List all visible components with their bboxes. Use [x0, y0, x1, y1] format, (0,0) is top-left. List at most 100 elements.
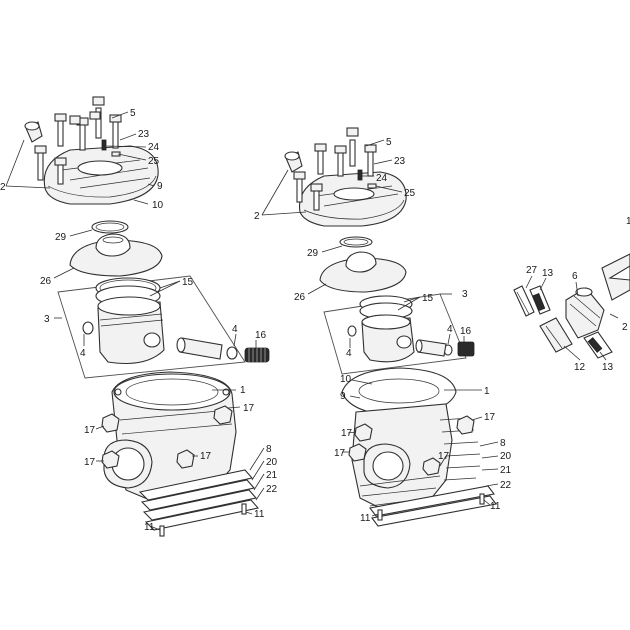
left-circlip-b: [226, 346, 238, 360]
left-label-26: 26: [40, 276, 52, 287]
right-label-11a: 11: [360, 513, 371, 524]
left-labels: 5 23 24 25 2 9 10 29 26 15 3 4 4 16 1 17…: [0, 108, 278, 533]
reed-label-13b: 13: [602, 362, 614, 373]
left-head-bolts: [34, 96, 122, 185]
right-piston-rings: [359, 295, 413, 320]
right-dowel-b: [479, 493, 485, 505]
reed-label-13a: 13: [542, 268, 554, 279]
right-needle-bearing: [457, 341, 475, 357]
right-head-bolts: [293, 127, 377, 211]
left-label-17d: 17: [200, 451, 212, 462]
right-labels: 5 23 24 25 2 29 26 15 3 4 4 16 10 9 1 17…: [254, 137, 512, 524]
left-circlip-a: [82, 321, 94, 335]
left-label-4b: 4: [232, 324, 238, 335]
right-head-insert: [319, 251, 407, 293]
left-label-17c: 17: [84, 457, 96, 468]
left-dowel-b: [241, 503, 247, 515]
right-label-17d: 17: [438, 451, 450, 462]
reed-valve-gasket-27: [513, 285, 535, 317]
left-piston: [97, 296, 165, 365]
reed-valve-body-6: [565, 287, 605, 339]
reed-valve-labels: 27 13 6 2 12 13 1: [526, 216, 630, 373]
reed-label-12: 12: [574, 362, 586, 373]
left-label-10: 10: [152, 200, 164, 211]
left-assembly: 5 23 24 25 2 9 10 29 26 15 3 4 4 16 1 17…: [0, 96, 278, 537]
right-label-17c: 17: [334, 448, 346, 459]
right-label-17a: 17: [484, 412, 496, 423]
right-spark-plug-cap: [284, 151, 303, 173]
left-label-9: 9: [157, 181, 163, 192]
left-head-insert: [69, 233, 163, 277]
reed-valve-leaders: [525, 275, 619, 361]
right-label-11b: 11: [490, 501, 501, 512]
right-assembly: 5 23 24 25 2 29 26 15 3 4 4 16 10 9 1 17…: [254, 127, 512, 527]
right-piston: [361, 314, 415, 363]
left-piston-rings: [95, 277, 161, 307]
reed-valve-assembly: 27 13 6 2 12 13 1: [513, 216, 630, 373]
right-label-24: 24: [376, 173, 388, 184]
right-circlip-a: [347, 325, 357, 337]
left-label-20: 20: [266, 457, 278, 468]
right-label-16: 16: [460, 326, 472, 337]
right-label-1: 1: [484, 386, 490, 397]
right-label-15: 15: [422, 293, 434, 304]
right-leaders: [261, 139, 499, 517]
left-label-24: 24: [148, 142, 160, 153]
right-label-2: 2: [254, 211, 260, 222]
left-label-29: 29: [55, 232, 67, 243]
right-wrist-pin: [415, 339, 447, 357]
right-label-23: 23: [394, 156, 406, 167]
left-label-5: 5: [130, 108, 136, 119]
left-label-16: 16: [255, 330, 267, 341]
right-label-4b: 4: [447, 324, 453, 335]
right-label-3: 3: [462, 289, 468, 300]
right-base-gaskets: [369, 485, 497, 527]
reed-valve-block-12: [539, 317, 573, 353]
right-label-17b: 17: [341, 428, 353, 439]
right-label-8: 8: [500, 438, 506, 449]
left-label-11a: 11: [144, 522, 155, 533]
right-label-20: 20: [500, 451, 512, 462]
reed-label-27: 27: [526, 265, 538, 276]
left-dowel-a: [159, 525, 165, 537]
right-label-9: 9: [340, 391, 346, 402]
left-label-17a: 17: [243, 403, 255, 414]
left-label-22: 22: [266, 484, 278, 495]
left-label-21: 21: [266, 470, 278, 481]
right-label-26: 26: [294, 292, 306, 303]
left-cylinder: [103, 371, 237, 501]
right-label-10: 10: [340, 374, 352, 385]
left-label-3: 3: [44, 314, 50, 325]
left-label-17b: 17: [84, 425, 96, 436]
reed-label-2: 2: [622, 322, 628, 333]
left-label-25: 25: [148, 156, 160, 167]
left-small-screws: [101, 139, 121, 157]
right-label-5: 5: [386, 137, 392, 148]
right-nuts: [348, 415, 475, 476]
left-needle-bearing: [244, 347, 270, 363]
reed-valve-plate-13a: [529, 285, 551, 315]
left-leaders: [5, 111, 265, 531]
left-base-gaskets: [138, 469, 260, 531]
right-cylinder-head: [298, 171, 407, 227]
left-label-2: 2: [0, 182, 6, 193]
left-label-11b: 11: [254, 509, 265, 520]
reed-label-1: 1: [626, 216, 630, 227]
right-o-ring: [339, 236, 373, 248]
left-spark-plug-caps: [24, 121, 43, 143]
right-label-25: 25: [404, 188, 416, 199]
left-wrist-pin: [176, 337, 223, 360]
left-cylinder-head: [43, 145, 159, 205]
left-label-15: 15: [182, 277, 194, 288]
reed-valve-plate-13b: [583, 331, 613, 359]
left-label-4a: 4: [80, 348, 86, 359]
right-label-29: 29: [307, 248, 319, 259]
right-label-21: 21: [500, 465, 512, 476]
left-label-8: 8: [266, 444, 272, 455]
left-label-23: 23: [138, 129, 150, 140]
reed-valve-edge: [601, 253, 630, 301]
right-label-4a: 4: [346, 348, 352, 359]
reed-label-6: 6: [572, 271, 578, 282]
left-label-1: 1: [240, 385, 246, 396]
